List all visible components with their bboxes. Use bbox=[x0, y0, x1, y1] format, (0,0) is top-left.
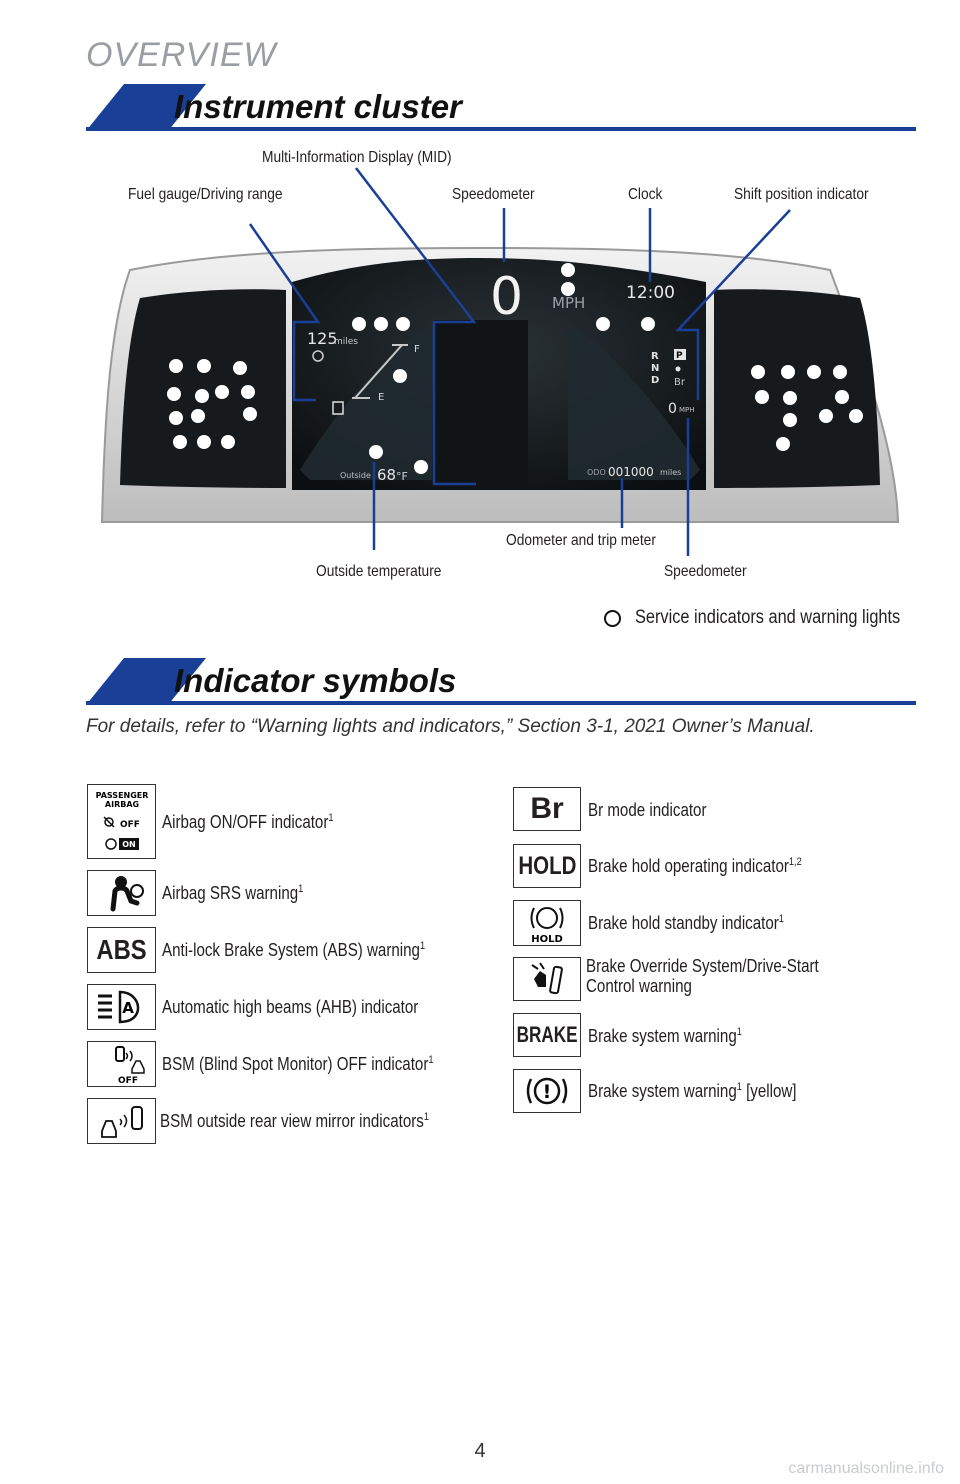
header-bar-graphic bbox=[86, 84, 916, 131]
small-speed: 0 bbox=[668, 401, 677, 417]
indicator-label-brake-hold-operating: Brake hold operating indicator1,2 bbox=[588, 856, 802, 876]
gear-n: N bbox=[651, 363, 659, 374]
svg-text:OFF: OFF bbox=[120, 820, 140, 830]
gear-br: Br bbox=[674, 377, 686, 388]
gear-r: R bbox=[651, 351, 659, 362]
legend-service-indicators: Service indicators and warning lights bbox=[604, 607, 943, 629]
brake-exclamation-icon: ! bbox=[513, 1069, 581, 1113]
legend-label: Service indicators and warning lights bbox=[635, 607, 901, 628]
indicator-symbols-header: Indicator symbols bbox=[86, 658, 916, 706]
range-unit: miles bbox=[334, 337, 358, 347]
page-number: 4 bbox=[474, 1440, 486, 1462]
bsm-mirror-icon bbox=[87, 1098, 156, 1144]
section-title-instrument-cluster: Instrument cluster bbox=[174, 88, 462, 125]
hold-icon: HOLD bbox=[513, 844, 581, 888]
fuel-pump-icon bbox=[332, 401, 344, 415]
range-value: 125 bbox=[307, 329, 338, 348]
svg-text:A: A bbox=[122, 999, 134, 1017]
odo-value: 001000 bbox=[608, 465, 654, 479]
callout-shift-position: Shift position indicator bbox=[734, 186, 869, 203]
svg-text:!: ! bbox=[543, 1081, 552, 1103]
indicator-label-brake-override: Brake Override System/Drive-Start Contro… bbox=[586, 956, 819, 996]
indicator-label-abs: Anti-lock Brake System (ABS) warning1 bbox=[162, 940, 426, 960]
callout-clock: Clock bbox=[628, 186, 663, 203]
watermark-text: carmanualsonline.info bbox=[788, 1460, 944, 1477]
indicator-label-brake-system: Brake system warning1 bbox=[588, 1026, 742, 1046]
speed-readout: 0 bbox=[490, 267, 523, 327]
ring-icon bbox=[604, 609, 621, 627]
indicator-label-brake-hold-standby: Brake hold standby indicator1 bbox=[588, 913, 784, 933]
mid-screen bbox=[434, 320, 528, 485]
section-title-indicator-symbols: Indicator symbols bbox=[174, 662, 457, 699]
instrument-cluster-header: Instrument cluster bbox=[86, 84, 916, 132]
left-pod bbox=[120, 289, 286, 488]
brake-text-icon: BRAKE bbox=[513, 1013, 581, 1057]
temp-unit: °F bbox=[396, 470, 408, 483]
callout-speedometer-bottom: Speedometer bbox=[664, 563, 747, 580]
callout-fuel-gauge: Fuel gauge/Driving range bbox=[128, 186, 283, 203]
svg-text:OFF: OFF bbox=[118, 1076, 138, 1085]
abs-icon: ABS bbox=[87, 927, 156, 973]
svg-text:HOLD: HOLD bbox=[531, 934, 563, 944]
callout-mid: Multi-Information Display (MID) bbox=[262, 149, 452, 166]
warning-light-dots bbox=[167, 263, 863, 474]
passenger-airbag-icon: PASSENGER AIRBAG OFF ON bbox=[87, 784, 156, 859]
indicator-label-airbag-srs: Airbag SRS warning1 bbox=[162, 883, 304, 903]
indicator-label-airbag-onoff: Airbag ON/OFF indicator1 bbox=[162, 812, 334, 832]
ahb-icon: A bbox=[87, 984, 156, 1030]
odo-label: ODO bbox=[587, 468, 606, 477]
brake-hold-standby-icon: HOLD bbox=[513, 900, 581, 946]
indicator-label-bsm-mirror: BSM outside rear view mirror indicators1 bbox=[160, 1111, 429, 1131]
svg-text:PASSENGER: PASSENGER bbox=[95, 791, 148, 800]
callout-lines bbox=[248, 167, 791, 556]
fuel-full-label: F bbox=[414, 344, 420, 355]
gear-d: D bbox=[651, 375, 659, 386]
bsm-off-icon: OFF bbox=[87, 1041, 156, 1087]
indicator-label-ahb: Automatic high beams (AHB) indicator bbox=[162, 997, 419, 1017]
overview-heading: OVERVIEW bbox=[86, 36, 277, 74]
indicator-label-brake-system-yellow: Brake system warning1 [yellow] bbox=[588, 1081, 797, 1101]
small-speed-unit: MPH bbox=[679, 406, 695, 414]
callout-outside-temp: Outside temperature bbox=[316, 563, 442, 580]
brake-override-icon bbox=[513, 957, 581, 1001]
right-pod bbox=[714, 289, 880, 488]
fan-icon bbox=[312, 350, 324, 362]
speed-unit: MPH bbox=[552, 294, 585, 312]
fuel-empty-label: E bbox=[378, 392, 384, 403]
svg-text:AIRBAG: AIRBAG bbox=[104, 800, 138, 809]
header-bar-graphic bbox=[86, 658, 916, 705]
br-mode-icon: Br bbox=[513, 787, 581, 831]
airbag-srs-icon bbox=[87, 870, 156, 916]
outside-label: Outside bbox=[340, 471, 371, 480]
outside-temp-value: 68 bbox=[377, 466, 396, 484]
gear-p: P bbox=[676, 351, 683, 361]
callout-odometer: Odometer and trip meter bbox=[506, 532, 656, 549]
indicator-label-br-mode: Br mode indicator bbox=[588, 800, 707, 820]
clock-readout: 12:00 bbox=[626, 283, 675, 303]
reference-note: For details, refer to “Warning lights an… bbox=[86, 716, 815, 737]
odo-unit: miles bbox=[660, 468, 681, 477]
indicator-label-bsm-off: BSM (Blind Spot Monitor) OFF indicator1 bbox=[162, 1054, 434, 1074]
callout-speedometer-top: Speedometer bbox=[452, 186, 535, 203]
svg-text:ON: ON bbox=[122, 840, 136, 849]
instrument-cluster-illustration: 0 MPH 12:00 125 miles F E Outside 68 °F … bbox=[100, 167, 900, 556]
